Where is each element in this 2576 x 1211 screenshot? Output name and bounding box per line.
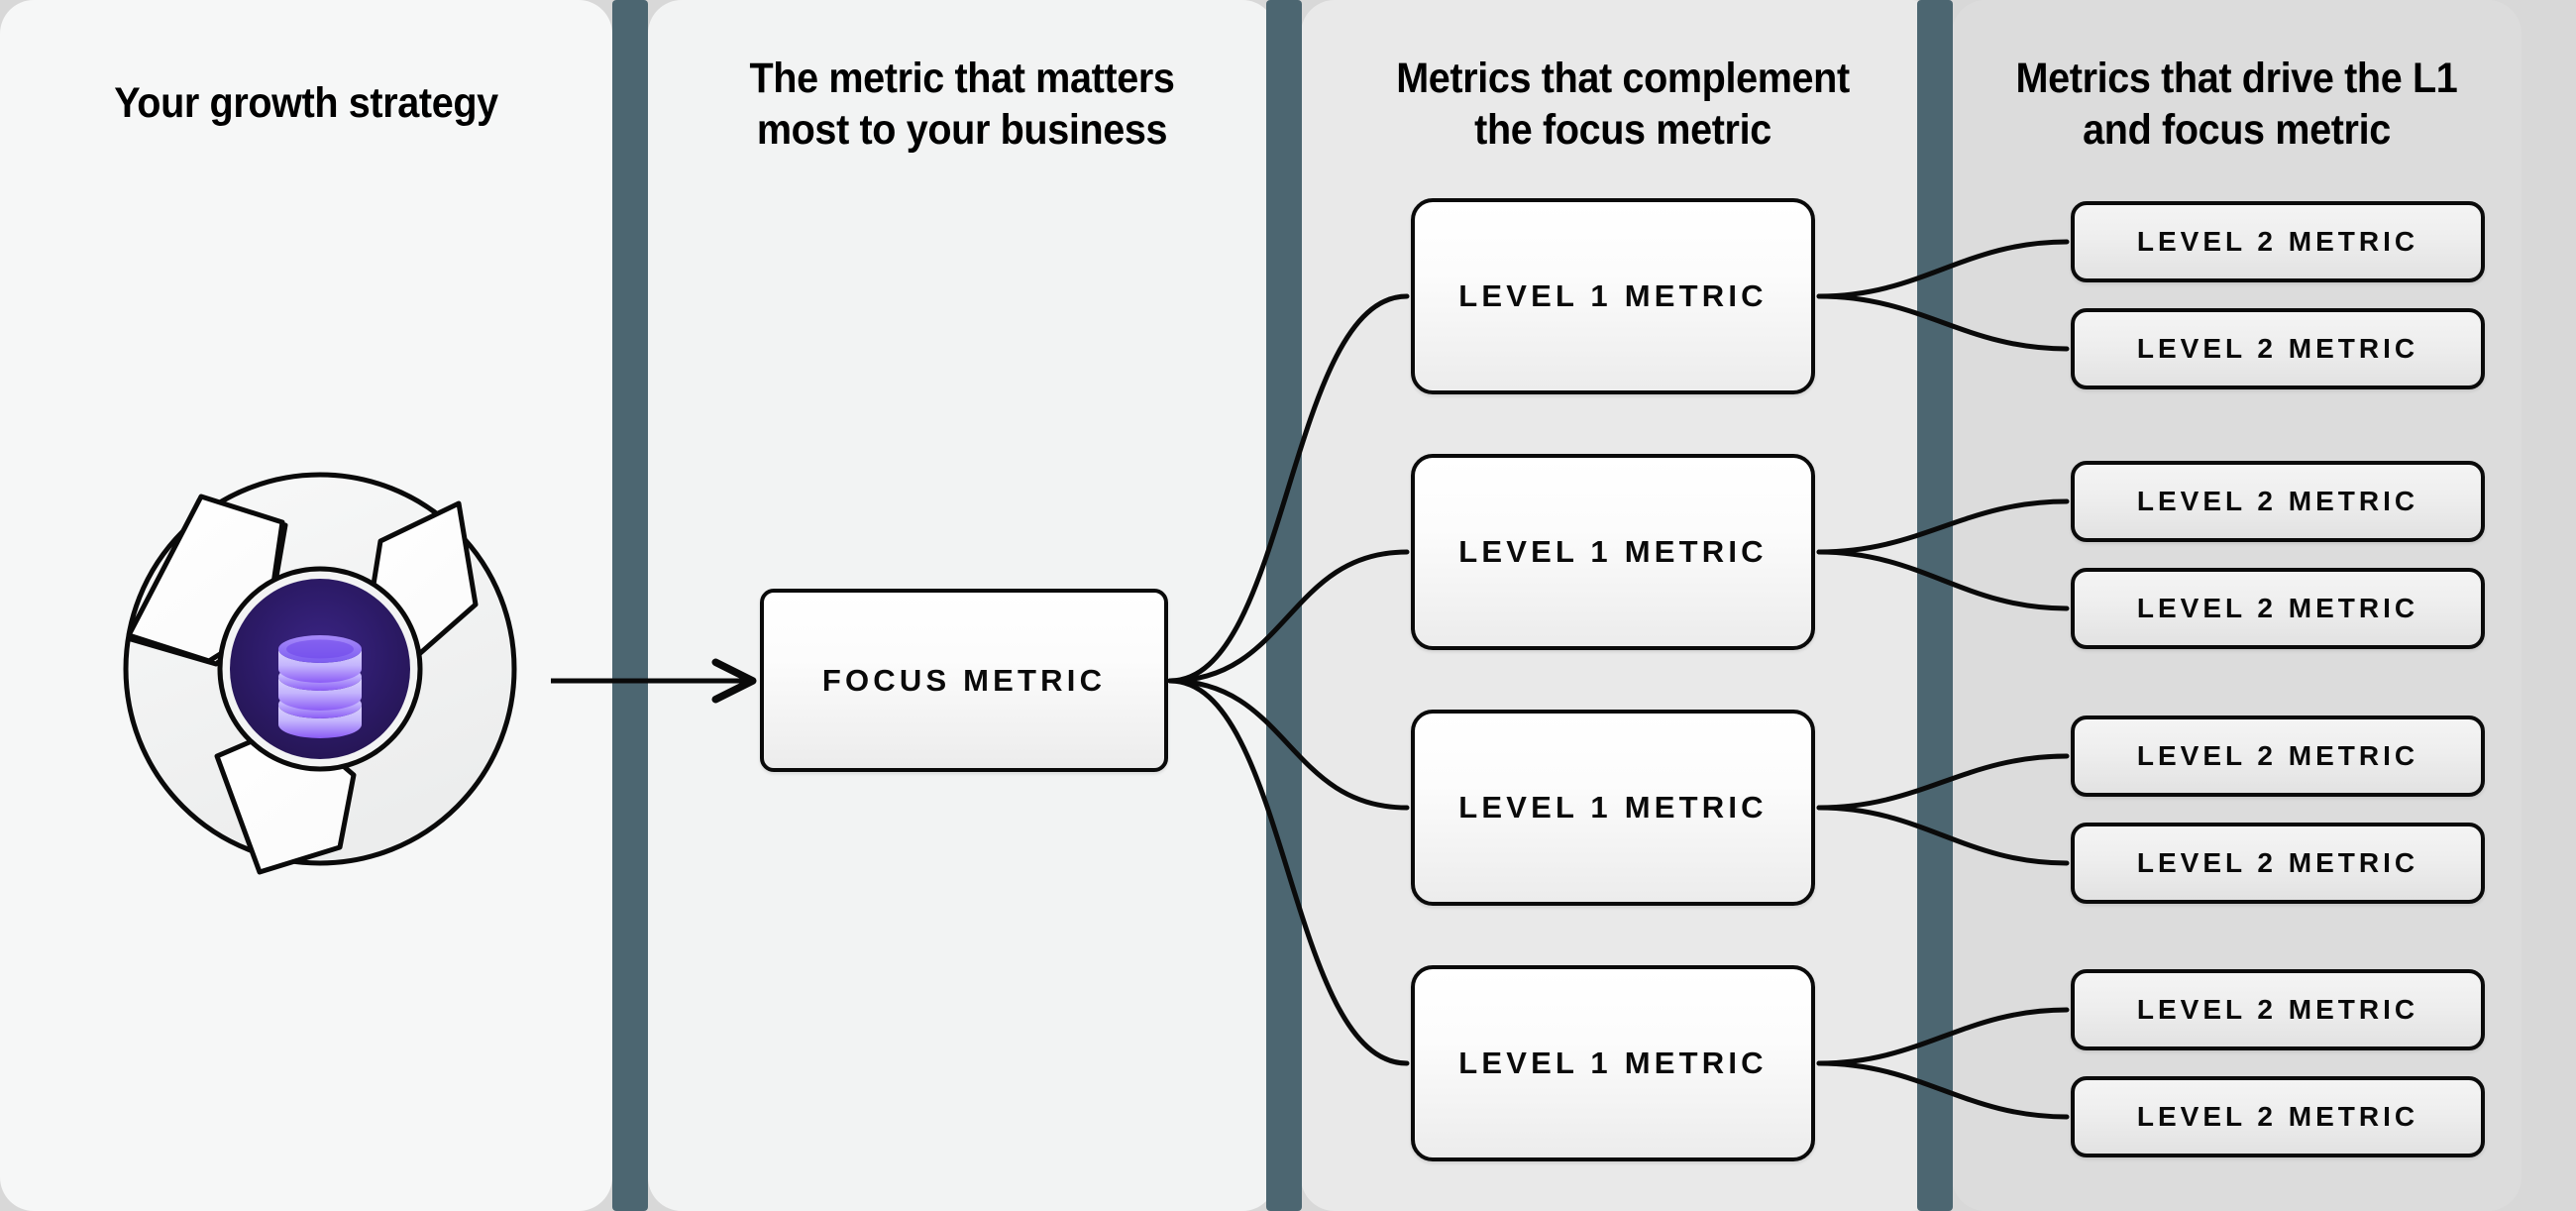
node-level2-metric-7[interactable]: LEVEL 2 METRIC [2071, 969, 2485, 1050]
column-divider-3 [1917, 0, 1953, 1211]
growth-strategy-emblem [77, 426, 517, 875]
node-level2-metric-3[interactable]: LEVEL 2 METRIC [2071, 461, 2485, 542]
column-divider-1 [612, 0, 648, 1211]
database-icon [278, 635, 362, 738]
column-divider-2 [1266, 0, 1302, 1211]
node-level1-metric-4[interactable]: LEVEL 1 METRIC [1411, 965, 1815, 1161]
node-level1-metric-3[interactable]: LEVEL 1 METRIC [1411, 710, 1815, 906]
node-level2-metric-4[interactable]: LEVEL 2 METRIC [2071, 568, 2485, 649]
node-level2-metric-1[interactable]: LEVEL 2 METRIC [2071, 201, 2485, 282]
node-level2-metric-8[interactable]: LEVEL 2 METRIC [2071, 1076, 2485, 1157]
node-level1-metric-1[interactable]: LEVEL 1 METRIC [1411, 198, 1815, 394]
column-header-strategy: Your growth strategy [114, 79, 498, 127]
node-level2-metric-2[interactable]: LEVEL 2 METRIC [2071, 308, 2485, 389]
node-level2-metric-5[interactable]: LEVEL 2 METRIC [2071, 716, 2485, 797]
node-level1-metric-2[interactable]: LEVEL 1 METRIC [1411, 454, 1815, 650]
node-focus-metric[interactable]: FOCUS METRIC [760, 589, 1168, 772]
node-level2-metric-6[interactable]: LEVEL 2 METRIC [2071, 823, 2485, 904]
